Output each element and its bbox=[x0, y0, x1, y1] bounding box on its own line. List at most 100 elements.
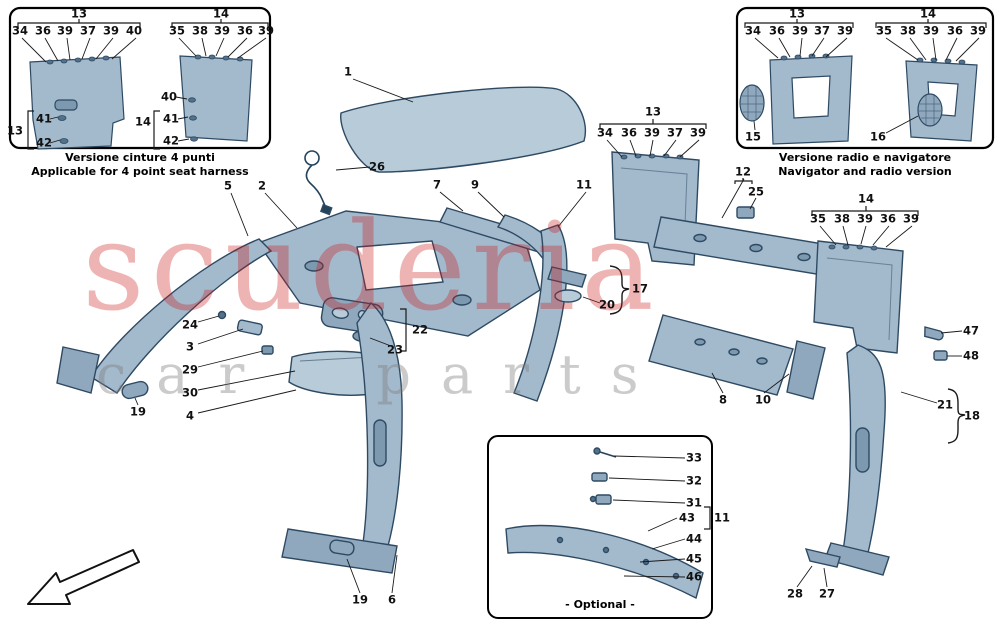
part-callout-39[interactable]: 39 bbox=[257, 23, 275, 38]
part-callout-10[interactable]: 10 bbox=[754, 392, 772, 407]
part-callout-35[interactable]: 35 bbox=[809, 211, 827, 226]
part-callout-14[interactable]: 14 bbox=[857, 191, 875, 206]
inset-boxes bbox=[8, 6, 995, 619]
harness-inset-parts bbox=[29, 54, 253, 150]
cap-part-bottom bbox=[329, 539, 355, 556]
nav-caption-english: Navigator and radio version bbox=[778, 165, 952, 179]
part-callout-40[interactable]: 40 bbox=[125, 23, 143, 38]
part-callout-35[interactable]: 35 bbox=[168, 23, 186, 38]
part-callout-32[interactable]: 32 bbox=[685, 473, 703, 488]
harness-inset-box bbox=[8, 6, 272, 150]
part-callout-44[interactable]: 44 bbox=[685, 531, 703, 546]
part-callout-36[interactable]: 36 bbox=[879, 211, 897, 226]
part-callout-24[interactable]: 24 bbox=[181, 317, 199, 332]
part-callout-13[interactable]: 13 bbox=[70, 6, 88, 21]
part-callout-13[interactable]: 13 bbox=[644, 104, 662, 119]
part-callout-11[interactable]: 11 bbox=[713, 510, 731, 525]
part-callout-29[interactable]: 29 bbox=[181, 362, 199, 377]
part-callout-14[interactable]: 14 bbox=[919, 6, 937, 21]
part-callout-17[interactable]: 17 bbox=[631, 281, 649, 296]
part-callout-36[interactable]: 36 bbox=[946, 23, 964, 38]
part-callout-42[interactable]: 42 bbox=[35, 135, 53, 150]
coat-hook-part bbox=[924, 326, 944, 341]
part-callout-34[interactable]: 34 bbox=[11, 23, 29, 38]
part-callout-13[interactable]: 13 bbox=[788, 6, 806, 21]
part-callout-34[interactable]: 34 bbox=[596, 125, 614, 140]
part-callout-19[interactable]: 19 bbox=[129, 404, 147, 419]
part-callout-37[interactable]: 37 bbox=[79, 23, 97, 38]
part-callout-39[interactable]: 39 bbox=[922, 23, 940, 38]
part-callout-28[interactable]: 28 bbox=[786, 586, 804, 601]
part-callout-48[interactable]: 48 bbox=[962, 348, 980, 363]
optional-box bbox=[487, 435, 713, 619]
part-callout-39[interactable]: 39 bbox=[56, 23, 74, 38]
direction-arrow bbox=[27, 549, 140, 605]
part-callout-39[interactable]: 39 bbox=[856, 211, 874, 226]
part-callout-9[interactable]: 9 bbox=[470, 177, 480, 192]
part-callout-35[interactable]: 35 bbox=[875, 23, 893, 38]
main-parts bbox=[56, 86, 948, 600]
part-callout-37[interactable]: 37 bbox=[666, 125, 684, 140]
part-callout-6[interactable]: 6 bbox=[387, 592, 397, 607]
part-callout-14[interactable]: 14 bbox=[212, 6, 230, 21]
part-callout-46[interactable]: 46 bbox=[685, 569, 703, 584]
part-callout-40[interactable]: 40 bbox=[160, 89, 178, 104]
part-callout-1[interactable]: 1 bbox=[343, 64, 353, 79]
part-callout-36[interactable]: 36 bbox=[34, 23, 52, 38]
part-callout-19[interactable]: 19 bbox=[351, 592, 369, 607]
part-callout-39[interactable]: 39 bbox=[902, 211, 920, 226]
nav-inset-parts bbox=[739, 53, 978, 145]
part-callout-4[interactable]: 4 bbox=[185, 408, 195, 423]
part-callout-37[interactable]: 37 bbox=[813, 23, 831, 38]
part-callout-16[interactable]: 16 bbox=[869, 129, 887, 144]
part-callout-8[interactable]: 8 bbox=[718, 392, 728, 407]
part-callout-18[interactable]: 18 bbox=[963, 408, 981, 423]
optional-section-label: - Optional - bbox=[565, 598, 635, 611]
part-callout-21[interactable]: 21 bbox=[936, 397, 954, 412]
part-callout-45[interactable]: 45 bbox=[685, 551, 703, 566]
part-callout-34[interactable]: 34 bbox=[744, 23, 762, 38]
part-callout-23[interactable]: 23 bbox=[386, 342, 404, 357]
part-callout-5[interactable]: 5 bbox=[223, 178, 233, 193]
a-pillar-trim-part bbox=[90, 238, 273, 394]
part-callout-47[interactable]: 47 bbox=[962, 323, 980, 338]
part-callout-38[interactable]: 38 bbox=[191, 23, 209, 38]
part-callout-14[interactable]: 14 bbox=[134, 114, 152, 129]
wiring-harness-part bbox=[304, 150, 327, 209]
part-callout-33[interactable]: 33 bbox=[685, 450, 703, 465]
part-callout-31[interactable]: 31 bbox=[685, 495, 703, 510]
part-callout-22[interactable]: 22 bbox=[411, 322, 429, 337]
part-callout-36[interactable]: 36 bbox=[768, 23, 786, 38]
part-callout-25[interactable]: 25 bbox=[747, 184, 765, 199]
part-callout-39[interactable]: 39 bbox=[213, 23, 231, 38]
leader-lines bbox=[21, 37, 980, 594]
part-callout-38[interactable]: 38 bbox=[899, 23, 917, 38]
part-callout-41[interactable]: 41 bbox=[162, 111, 180, 126]
part-callout-42[interactable]: 42 bbox=[162, 133, 180, 148]
part-callout-20[interactable]: 20 bbox=[598, 297, 616, 312]
part-callout-27[interactable]: 27 bbox=[818, 586, 836, 601]
harness-caption: Versione cinture 4 punti Applicable for … bbox=[15, 151, 265, 180]
nav-caption-italian: Versione radio e navigatore bbox=[778, 151, 952, 164]
part-callout-39[interactable]: 39 bbox=[836, 23, 854, 38]
part-callout-39[interactable]: 39 bbox=[102, 23, 120, 38]
part-callout-39[interactable]: 39 bbox=[969, 23, 987, 38]
part-callout-15[interactable]: 15 bbox=[744, 129, 762, 144]
part-callout-30[interactable]: 30 bbox=[181, 385, 199, 400]
part-callout-3[interactable]: 3 bbox=[185, 339, 195, 354]
part-callout-12[interactable]: 12 bbox=[734, 164, 752, 179]
part-callout-39[interactable]: 39 bbox=[791, 23, 809, 38]
part-callout-36[interactable]: 36 bbox=[236, 23, 254, 38]
part-callout-11[interactable]: 11 bbox=[575, 177, 593, 192]
part-callout-41[interactable]: 41 bbox=[35, 111, 53, 126]
part-callout-39[interactable]: 39 bbox=[643, 125, 661, 140]
group-brackets bbox=[17, 19, 987, 530]
part-callout-13[interactable]: 13 bbox=[6, 123, 24, 138]
part-callout-36[interactable]: 36 bbox=[620, 125, 638, 140]
part-callout-7[interactable]: 7 bbox=[432, 177, 442, 192]
part-callout-26[interactable]: 26 bbox=[368, 159, 386, 174]
part-callout-43[interactable]: 43 bbox=[678, 510, 696, 525]
part-callout-38[interactable]: 38 bbox=[833, 211, 851, 226]
part-callout-2[interactable]: 2 bbox=[257, 178, 267, 193]
part-callout-39[interactable]: 39 bbox=[689, 125, 707, 140]
